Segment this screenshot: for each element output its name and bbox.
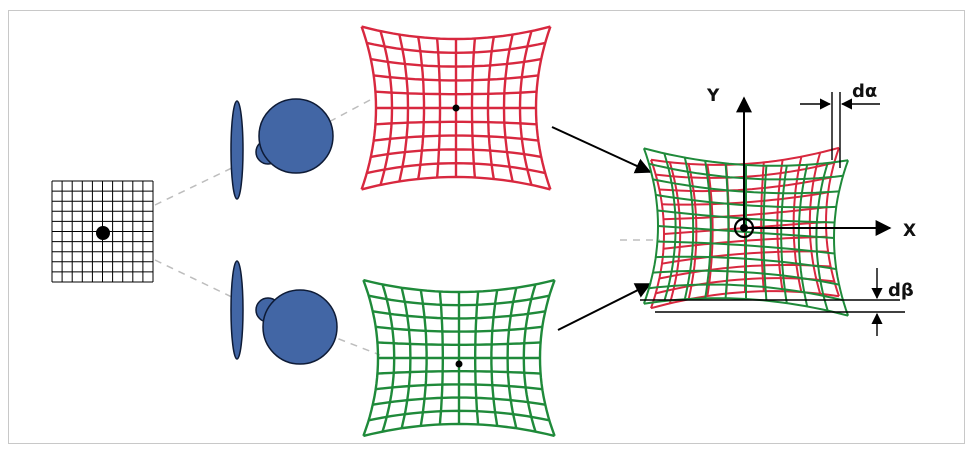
eyeball-icon [258,98,334,174]
warped-grid-line [372,396,546,406]
warped-grid-line [655,255,837,271]
warped-grid-line [832,159,850,317]
eye-lens-icon [230,260,244,360]
y-axis-label: Y [706,86,720,106]
green-grid-center-dot [455,360,463,368]
warped-grid-line [780,165,788,304]
arrow-icon [557,283,652,331]
combined-green-grid [642,147,850,317]
warped-grid-line [522,284,537,432]
warped-grid-line [470,38,477,178]
d-beta-marker [640,268,905,336]
warped-grid-line [368,409,550,422]
d-beta-label: dβ [888,280,914,301]
warped-grid-line [474,291,480,425]
warped-grid-line [760,162,765,292]
eyeball-icon [262,289,338,365]
warped-grid-line [363,278,555,294]
warped-grid-line [375,383,543,391]
eye-lens-icon [230,100,244,200]
target-center-dot [740,224,748,232]
warped-grid-line [506,287,518,429]
green-distorted-grid [362,278,556,438]
warped-grid-line [490,289,499,427]
warped-grid-line [643,297,849,317]
warped-grid-line [370,148,542,159]
warped-grid-line [486,36,495,180]
warped-grid-line [375,120,537,126]
warped-grid-line [360,26,378,190]
top-eye [230,98,334,200]
d-alpha-marker [800,92,880,168]
warped-grid-line [657,240,835,255]
warped-grid-line [361,25,551,41]
warped-grid-line [373,134,539,142]
warped-grid-line [366,161,546,175]
warped-grid-line [776,159,784,292]
warped-grid-line [377,370,541,375]
warped-grid-line [657,225,835,239]
warped-grid-line [648,283,844,302]
red-grid-center-dot [452,104,460,112]
x-axis-label: X [903,221,916,241]
target-circle-icon [733,217,755,239]
warped-grid-line [518,30,533,186]
arrow-icon [551,126,652,174]
bottom-eye [230,260,338,365]
warped-grid-line [361,175,551,191]
coordinate-axes: Y X [706,86,916,241]
warped-grid-line [762,165,768,301]
source-grid [51,180,154,283]
warped-grid-line [363,422,555,438]
warped-grid-line [538,279,556,437]
warped-grid-line [652,269,840,286]
warped-grid-line [797,164,809,307]
warped-grid-line [808,152,822,295]
warped-grid-line [815,162,829,311]
warped-grid-line [534,26,552,190]
d-alpha-label: dα [852,81,877,102]
warped-grid-line [502,34,514,182]
warped-grid-line [362,279,380,437]
source-center-dot [96,226,110,240]
